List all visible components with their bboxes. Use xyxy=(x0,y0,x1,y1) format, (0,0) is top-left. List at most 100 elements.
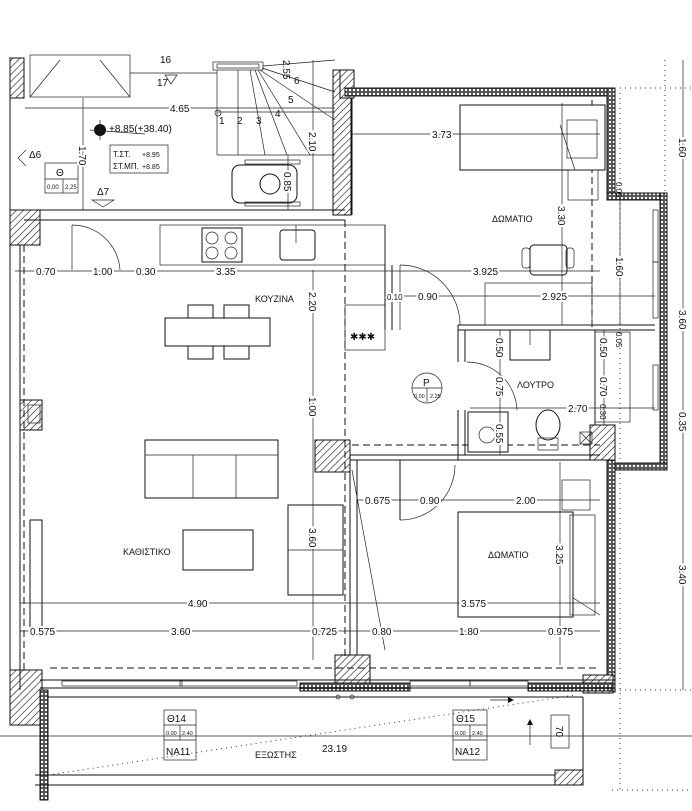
level-marker: +8.85(+38.40) Τ.ΣΤ. +8.95 ΣΤ.ΜΠ. +8.85 Δ… xyxy=(17,120,172,208)
dim: 1.00 xyxy=(306,397,317,417)
dim: 4.65 xyxy=(170,104,190,115)
stair-step-17: 17 xyxy=(157,78,169,89)
bedroom2-furniture xyxy=(457,479,596,618)
tag-value-b: 2.25 xyxy=(430,394,441,400)
tag-id: P xyxy=(423,378,430,389)
dim: 0.50 xyxy=(597,338,608,358)
partitions xyxy=(9,60,692,791)
marker-d7: Δ7 xyxy=(97,187,110,198)
tag-id: Θ xyxy=(56,168,64,179)
dimension-labels: 4.65 1.70 2.55 2.10 0.85 0.70 1.00 0.30 … xyxy=(28,60,689,640)
stair-step-5: 5 xyxy=(288,95,294,106)
dim: 2.20 xyxy=(306,292,317,312)
dim: 0.90 xyxy=(418,292,438,303)
dim: 0.10 xyxy=(387,293,403,302)
dim: 1.80 xyxy=(459,627,479,638)
dim: 0.55 xyxy=(493,424,504,444)
oven-icon: ✱✱✱ xyxy=(350,332,375,343)
tag-value-a: 0.00 xyxy=(414,394,425,400)
tag-code: ΝΑ12 xyxy=(455,747,480,758)
dim: 0.70 xyxy=(597,377,608,397)
slab-value: +8.85 xyxy=(142,164,160,171)
kitchen-furniture: ✱✱✱ xyxy=(159,224,386,360)
dim: 0.80 xyxy=(372,627,392,638)
dim: 3.73 xyxy=(432,130,452,141)
stair-step-6: 6 xyxy=(294,76,300,87)
dim: 0.675 xyxy=(365,496,390,507)
dim: 2.70 xyxy=(568,404,588,415)
stair-step-3: 3 xyxy=(256,116,262,127)
dim: 3.60 xyxy=(676,310,687,330)
tag-value-b: 2.25 xyxy=(65,185,77,191)
dim: 0.725 xyxy=(312,627,337,638)
floor-finish-label: Τ.ΣΤ. xyxy=(113,150,130,159)
dim: 0.30 xyxy=(598,404,607,420)
dim: 3.40 xyxy=(676,565,687,585)
room-label-bedroom2: ΔΩΜΑΤΙΟ xyxy=(488,550,529,560)
dim: 0.90 xyxy=(420,496,440,507)
dim: 1.70 xyxy=(76,146,87,166)
dim: 0.975 xyxy=(548,627,573,638)
dim: 3.30 xyxy=(555,206,566,226)
living-furniture xyxy=(29,439,344,631)
dim: 0.575 xyxy=(30,627,55,638)
marker-d6: Δ6 xyxy=(29,150,42,161)
stair-step-1: 1 xyxy=(219,116,225,127)
floor-finish-value: +8.95 xyxy=(142,152,160,159)
tag-value-b: 2.40 xyxy=(182,731,193,737)
room-label-bedroom1: ΔΩΜΑΤΙΟ xyxy=(492,214,533,224)
wheelchair-icon xyxy=(231,159,301,207)
bedroom1-furniture xyxy=(459,104,606,326)
dim: 1.00 xyxy=(93,267,113,278)
tag-id: Θ15 xyxy=(456,714,475,725)
tag-window-14: Θ14 0.00 2.40 ΝΑ11 xyxy=(163,709,197,761)
dim: 3.60 xyxy=(171,627,191,638)
dim: 0.30 xyxy=(136,267,156,278)
tag-value-b: 2.40 xyxy=(472,731,483,737)
tag-value-a: 0.00 xyxy=(166,731,177,737)
bathroom-fixtures xyxy=(27,329,631,453)
tag-window-15: Θ15 0.00 2.40 ΝΑ12 xyxy=(452,709,488,761)
room-label-kitchen: ΚΟΥΖΙΝΑ xyxy=(255,294,294,304)
dim: 3.925 xyxy=(473,267,498,278)
windows xyxy=(61,209,659,687)
dim: 0.35 xyxy=(676,412,687,432)
dim: 1.60 xyxy=(613,257,624,277)
dim: 2.10 xyxy=(306,132,317,152)
walls xyxy=(9,57,668,801)
elevation-text: +8.85(+38.40) xyxy=(109,124,172,135)
dim: 0.05 xyxy=(614,332,623,348)
room-label-bathroom: ΛΟΥΤΡΟ xyxy=(517,380,554,390)
stair-step-2: 2 xyxy=(237,116,243,127)
balcony-label: ΕΞΩΣΤΗΣ xyxy=(255,750,297,760)
dim: 2.00 xyxy=(516,496,536,507)
balcony-length: 23.19 xyxy=(322,744,347,755)
dim: 0.50 xyxy=(493,338,504,358)
tag-p: P 0.00 2.25 xyxy=(411,372,443,404)
tag-value-a: 0.00 xyxy=(47,185,59,191)
dim: 4.90 xyxy=(188,599,208,610)
tag-id: Θ14 xyxy=(167,714,186,725)
stair-step-4: 4 xyxy=(275,109,281,120)
dim: 0.75 xyxy=(493,377,504,397)
dim: 3.25 xyxy=(553,545,564,565)
dim: 2.925 xyxy=(542,292,567,303)
dim: 0.05 xyxy=(614,182,623,198)
tag-code: ΝΑ11 xyxy=(166,747,191,758)
stair-step-16: 16 xyxy=(160,55,172,66)
dim: 3.35 xyxy=(216,267,236,278)
dimension-lines xyxy=(15,60,684,690)
dim: 3.60 xyxy=(306,528,317,548)
balcony: 70 ΕΞΩΣΤΗΣ 23.19 xyxy=(0,694,692,786)
dim: 1.60 xyxy=(676,138,687,158)
dim: 0.70 xyxy=(36,267,56,278)
tag-theta: Θ 0.00 2.25 xyxy=(44,162,79,194)
balcony-note: 70 xyxy=(553,726,564,738)
room-label-living: ΚΑΘΙΣΤΙΚΟ xyxy=(123,547,171,557)
tag-value-a: 0.00 xyxy=(455,731,466,737)
dim: 0.85 xyxy=(281,172,292,192)
staircase: 1 2 3 4 5 6 16 17 xyxy=(29,54,336,156)
dim: 2.55 xyxy=(280,60,291,80)
slab-label: ΣΤ.ΜΠ. xyxy=(113,162,139,171)
